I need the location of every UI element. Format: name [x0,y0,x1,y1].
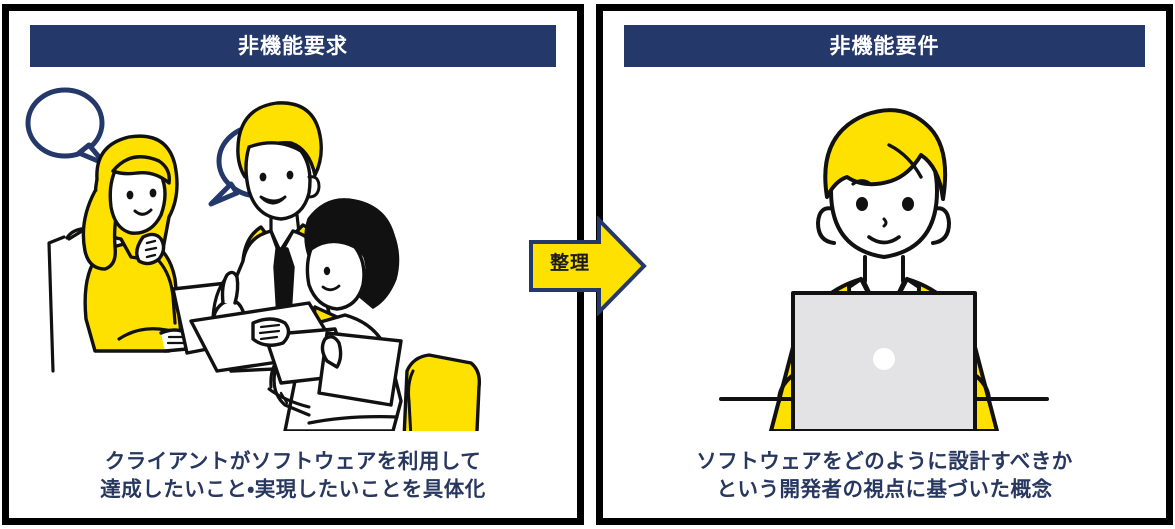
panel-right-caption-line2: という開発者の視点に基づいた概念 [716,477,1053,502]
developer-laptop-illustration [603,71,1166,431]
panel-non-functional-requirement: 非機能要件 [596,4,1173,525]
panel-non-functional-request: 非機能要求 [2,4,584,525]
meeting-group-illustration [9,71,577,431]
panel-left-caption-line2: 達成したいこと・実現したいことを具体化 [100,477,486,502]
panel-left-header-title: 非機能要求 [238,33,348,58]
panel-right-caption: ソフトウェアをどのように設計すべきか という開発者の視点に基づいた概念 [613,448,1156,504]
panel-right-header: 非機能要件 [624,25,1145,67]
panel-left-header: 非機能要求 [30,25,556,67]
panel-right-caption-line1: ソフトウェアをどのように設計すべきか [696,449,1073,474]
panel-left-caption: クライアントがソフトウェアを利用して 達成したいこと・実現したいことを具体化 [19,448,567,504]
panel-right-header-title: 非機能要件 [829,33,940,58]
process-arrow: 整理 [527,216,648,316]
arrow-label: 整理 [549,252,590,274]
panel-left-caption-line1: クライアントがソフトウェアを利用して [104,449,482,474]
